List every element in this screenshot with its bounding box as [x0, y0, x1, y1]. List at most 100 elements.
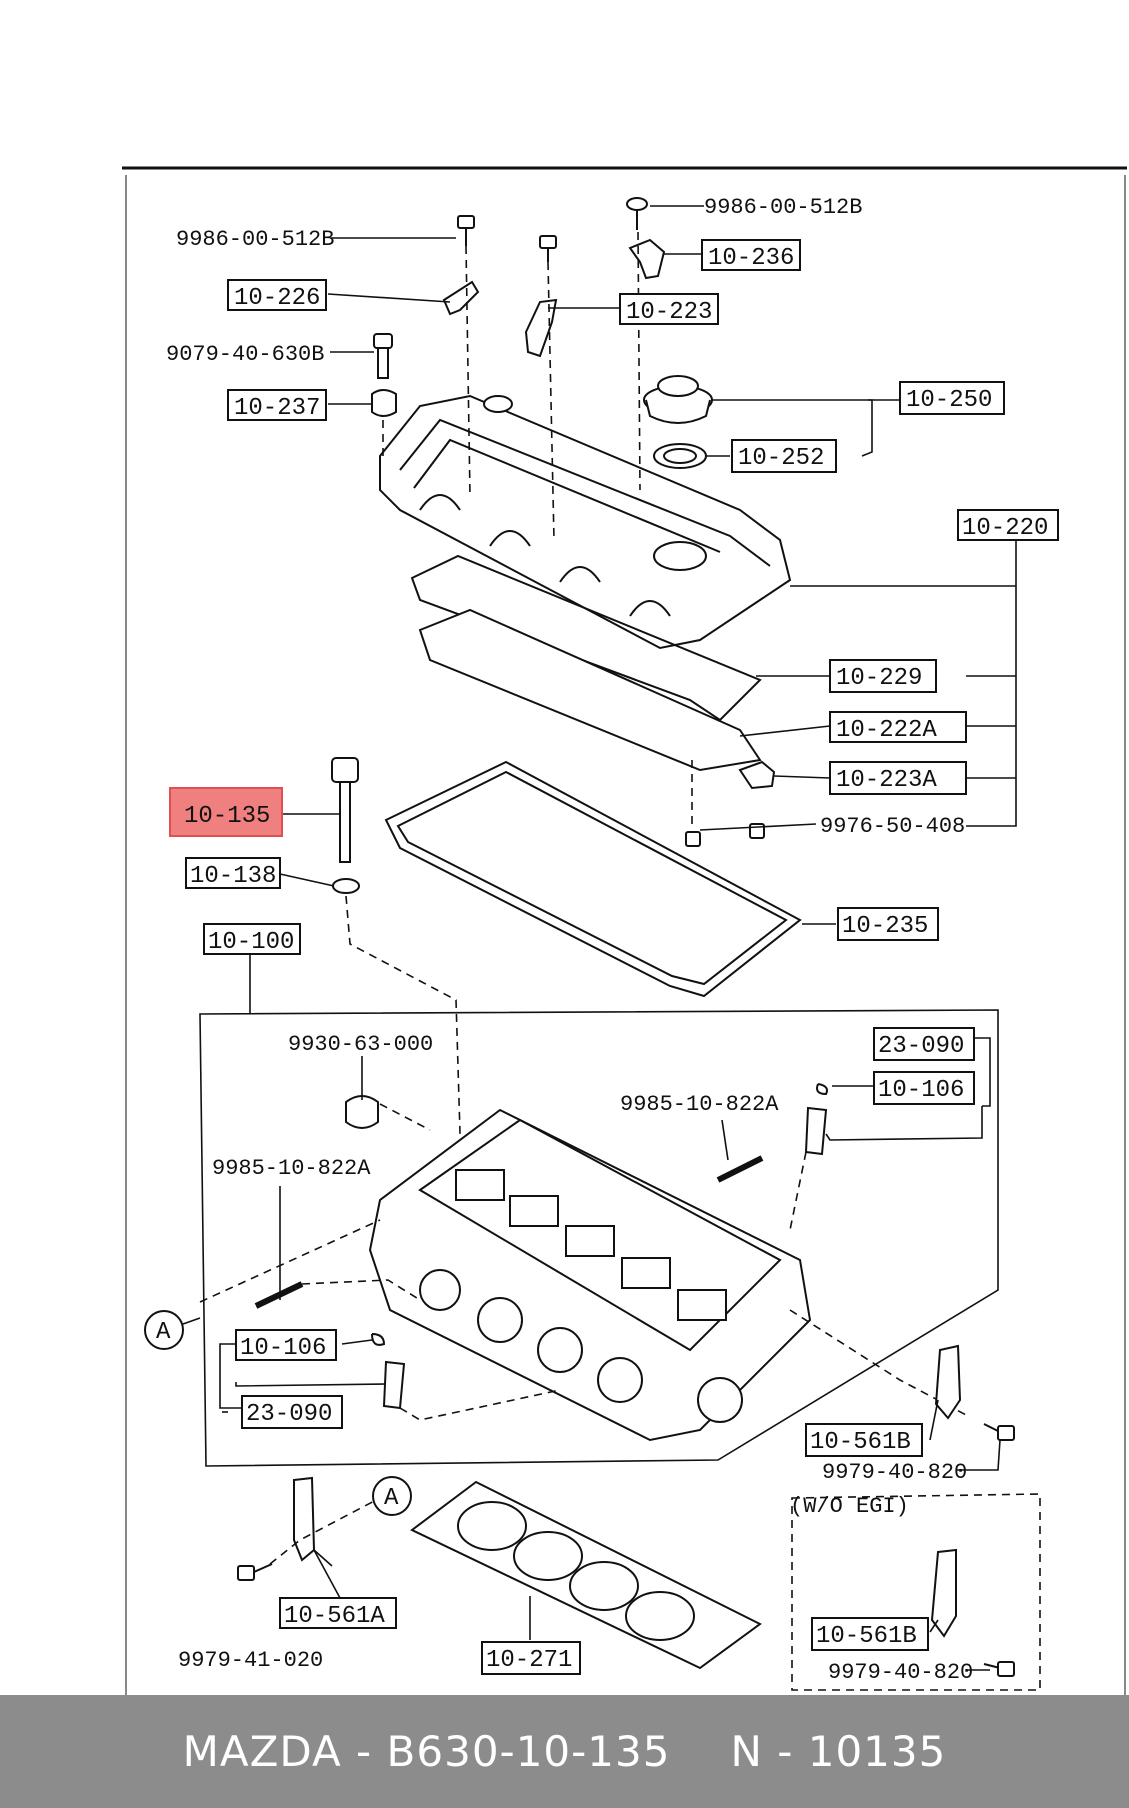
callout-label: 9930-63-000 — [288, 1032, 433, 1057]
bolt-left — [457, 215, 475, 246]
oil-cap-10-250 — [643, 375, 713, 424]
callout-label: 23-090 — [878, 1033, 964, 1060]
callout-box — [185, 857, 281, 889]
callout-label: 9079-40-630B — [166, 342, 324, 367]
callout-label: 9976-50-408 — [820, 814, 965, 839]
callout-box — [279, 1597, 397, 1629]
callout-label: 10-106 — [878, 1077, 964, 1104]
brand-part-number: MAZDA - B630-10-135 — [182, 1727, 671, 1776]
gasket-10-229 — [410, 554, 762, 722]
leader-lines — [219, 205, 1017, 1671]
cover-gasket-10-235 — [384, 760, 802, 998]
guide-line — [789, 1309, 969, 1417]
head-bolt-10-135 — [331, 757, 359, 863]
bolt-9979-40-820-alt — [983, 1661, 1015, 1677]
head-gasket-10-271 — [410, 1480, 762, 1670]
bracket-10-561A — [293, 1476, 316, 1562]
wo-egi-box — [791, 1493, 1041, 1691]
baffle-plate-10-222A — [418, 608, 762, 772]
valve-guide-right — [804, 1083, 828, 1156]
callout-box — [701, 239, 801, 271]
callout-label: 10-237 — [234, 395, 320, 422]
callout-box — [829, 761, 967, 795]
callout-label: 10-222A — [836, 717, 937, 744]
callout-box — [873, 1071, 975, 1105]
cover-gasket-inner — [396, 770, 788, 986]
cylinder-head-box — [199, 1009, 999, 1467]
callout-label: 9986-00-512B — [176, 227, 334, 252]
guide-line — [199, 1219, 381, 1303]
callout-box — [731, 439, 837, 473]
plug-9930 — [345, 1095, 379, 1129]
ref-circle-a — [144, 1310, 184, 1350]
guide-line — [301, 1279, 421, 1301]
callout-label: 9979-41-020 — [178, 1648, 323, 1673]
callout-box — [899, 381, 1005, 415]
callout-box — [873, 1027, 975, 1061]
seal-ring-10-252 — [653, 443, 707, 469]
callout-label: 10-229 — [836, 665, 922, 692]
callout-box — [241, 1395, 343, 1429]
callout-box — [957, 509, 1059, 541]
guide-line — [399, 1389, 561, 1421]
callout-label: 9986-00-512B — [704, 195, 862, 220]
callout-label: A — [156, 1319, 171, 1346]
guide-line — [789, 1151, 807, 1231]
callout-label: 10-235 — [842, 913, 928, 940]
callout-label: 9985-10-822A — [620, 1092, 779, 1117]
callout-box — [837, 907, 939, 941]
cylinder-head-cover — [379, 394, 792, 650]
callout-box — [203, 923, 301, 955]
guide-line — [379, 1103, 431, 1131]
bracket-10-236 — [628, 238, 666, 280]
stud-left — [254, 1281, 304, 1309]
bolt-9079 — [373, 333, 393, 379]
callout-box-highlighted — [169, 787, 283, 837]
callout-label: 9979-40-820 — [828, 1660, 973, 1685]
bolt-center — [539, 235, 557, 262]
grommet-10-237 — [371, 389, 397, 417]
callout-label: 10-223 — [626, 299, 712, 326]
washer-10-138 — [332, 878, 360, 894]
guide-line — [637, 231, 641, 491]
callout-label: 10-250 — [906, 387, 992, 414]
callout-label: 10-138 — [190, 863, 276, 890]
screw-top-right — [626, 197, 648, 230]
guide-line — [269, 1497, 381, 1565]
callout-label-highlighted: 10-135 — [184, 803, 270, 830]
callout-label: 10-561B — [816, 1623, 917, 1650]
callout-box — [619, 293, 719, 325]
callout-box — [805, 1423, 923, 1457]
ref-circle-a — [372, 1476, 412, 1516]
callout-label: 10-100 — [208, 929, 294, 956]
callout-box — [227, 389, 327, 421]
bracket-10-561B — [934, 1344, 962, 1420]
bracket-10-561B-alt — [930, 1548, 957, 1638]
reference-number: N - 10135 — [730, 1727, 947, 1776]
bolt-9979-41-020 — [237, 1563, 273, 1581]
callout-box — [481, 1641, 581, 1675]
callout-box — [227, 279, 327, 311]
stud-right — [716, 1155, 764, 1183]
callout-label: 10-561A — [284, 1603, 385, 1630]
callout-label: A — [384, 1485, 399, 1512]
small-plate-10-223A — [738, 760, 776, 790]
callout-label: 10-226 — [234, 285, 320, 312]
callout-label: 10-561B — [810, 1429, 911, 1456]
callout-label: 10-220 — [962, 515, 1048, 542]
callout-label: 9985-10-822A — [212, 1156, 371, 1181]
callout-label: (W/O EGI) — [790, 1494, 909, 1519]
callout-box — [811, 1617, 929, 1651]
callout-label: 10-223A — [836, 767, 937, 794]
callout-box — [829, 711, 967, 743]
bracket-10-223 — [524, 298, 558, 358]
callout-label: 9979-40-820 — [822, 1460, 967, 1485]
bracket-10-226 — [442, 280, 480, 316]
exploded-parts-diagram: 9986-00-512B 9986-00-512B 10-236 10-226 … — [122, 166, 1127, 1695]
callout-box — [235, 1329, 337, 1361]
callout-box — [829, 659, 937, 693]
callout-label: 10-106 — [240, 1335, 326, 1362]
bolt-9979-40-820 — [983, 1423, 1015, 1441]
guide-line — [345, 895, 463, 1201]
